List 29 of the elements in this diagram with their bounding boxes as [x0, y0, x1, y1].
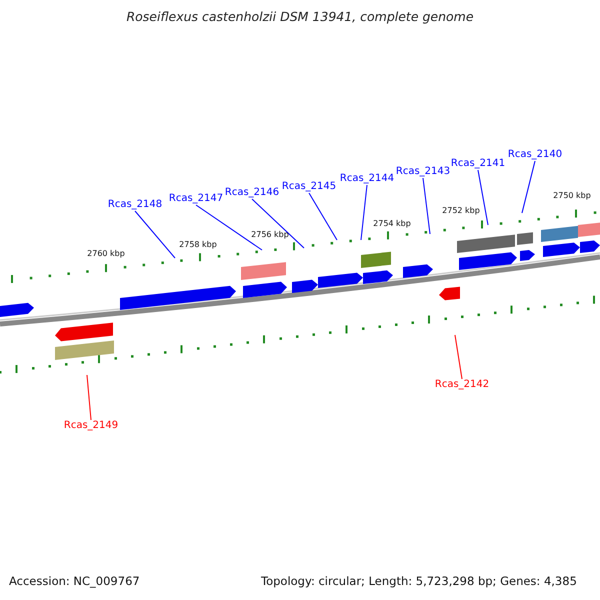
gene-label: Rcas_2143 [396, 167, 450, 177]
leader-line [86, 374, 92, 420]
gene-label: Rcas_2146 [224, 188, 280, 198]
leader-line [196, 204, 262, 250]
leader-line [360, 184, 368, 240]
gene-label: Rcas_2140 [508, 150, 562, 160]
leader-line [422, 178, 430, 234]
title: Roseiflexus castenholzii DSM 13941, complete genome [125, 11, 475, 24]
scale-label: 2760 kbp [87, 250, 125, 258]
gene-label: Rcas_2141 [450, 159, 506, 169]
summary-text: Topology: circular; Length: 5,723,298 bp; Genes: 4,385 [261, 576, 577, 588]
gene-label: Rcas_2148 [108, 200, 162, 210]
scale-label: 2754 kbp [373, 220, 411, 228]
leader-line [252, 198, 304, 248]
scale-label: 2752 kbp [442, 207, 480, 215]
gene-label: Rcas_2144 [340, 174, 394, 184]
gene-label: Rcas_2142 [434, 380, 490, 390]
scale-label: 2758 kbp [179, 241, 217, 249]
leader-line [522, 160, 536, 214]
gene-label: Rcas_2145 [282, 182, 336, 192]
leader-line [454, 334, 462, 380]
leader-line [308, 192, 338, 240]
gene-label: Rcas_2147 [168, 194, 224, 204]
scale-label: 2750 kbp [553, 192, 591, 200]
leader-line [134, 210, 176, 258]
accession-text: Accession: NC_009767 [9, 576, 140, 588]
scale-label: 2756 kbp [251, 231, 289, 239]
leader-line [478, 170, 488, 226]
gene-label: Rcas_2149 [64, 421, 118, 431]
